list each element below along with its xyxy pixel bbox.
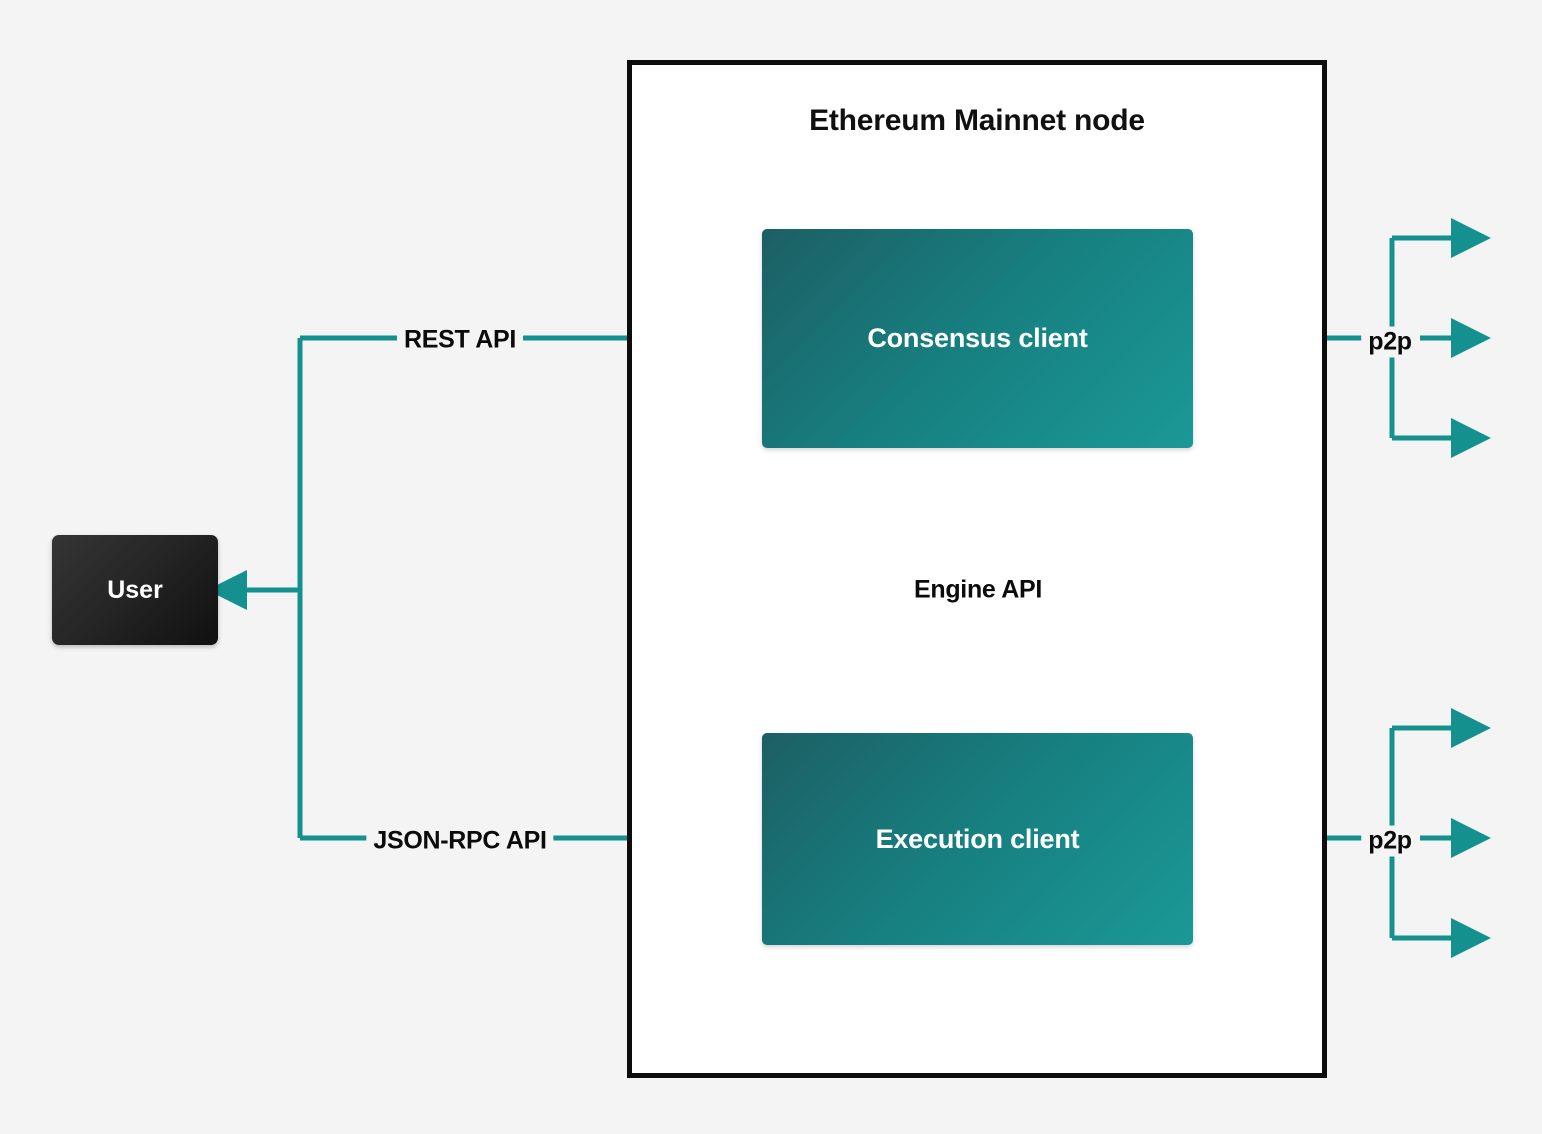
consensus-client-node[interactable]: Consensus client	[762, 229, 1193, 448]
execution-client-label: Execution client	[875, 823, 1080, 854]
edge-label-json-rpc-api: JSON-RPC API	[366, 825, 554, 857]
user-node-label: User	[107, 575, 163, 604]
edge-label-p2p-execution: p2p	[1361, 825, 1419, 857]
user-node[interactable]: User	[52, 535, 218, 645]
edge-label-engine-api: Engine API	[906, 574, 1050, 606]
edge-label-rest-api: REST API	[397, 324, 523, 356]
edge-label-p2p-consensus: p2p	[1361, 326, 1419, 358]
execution-client-node[interactable]: Execution client	[762, 733, 1193, 945]
boundary-title: Ethereum Mainnet node	[809, 104, 1145, 137]
consensus-client-label: Consensus client	[867, 323, 1088, 353]
